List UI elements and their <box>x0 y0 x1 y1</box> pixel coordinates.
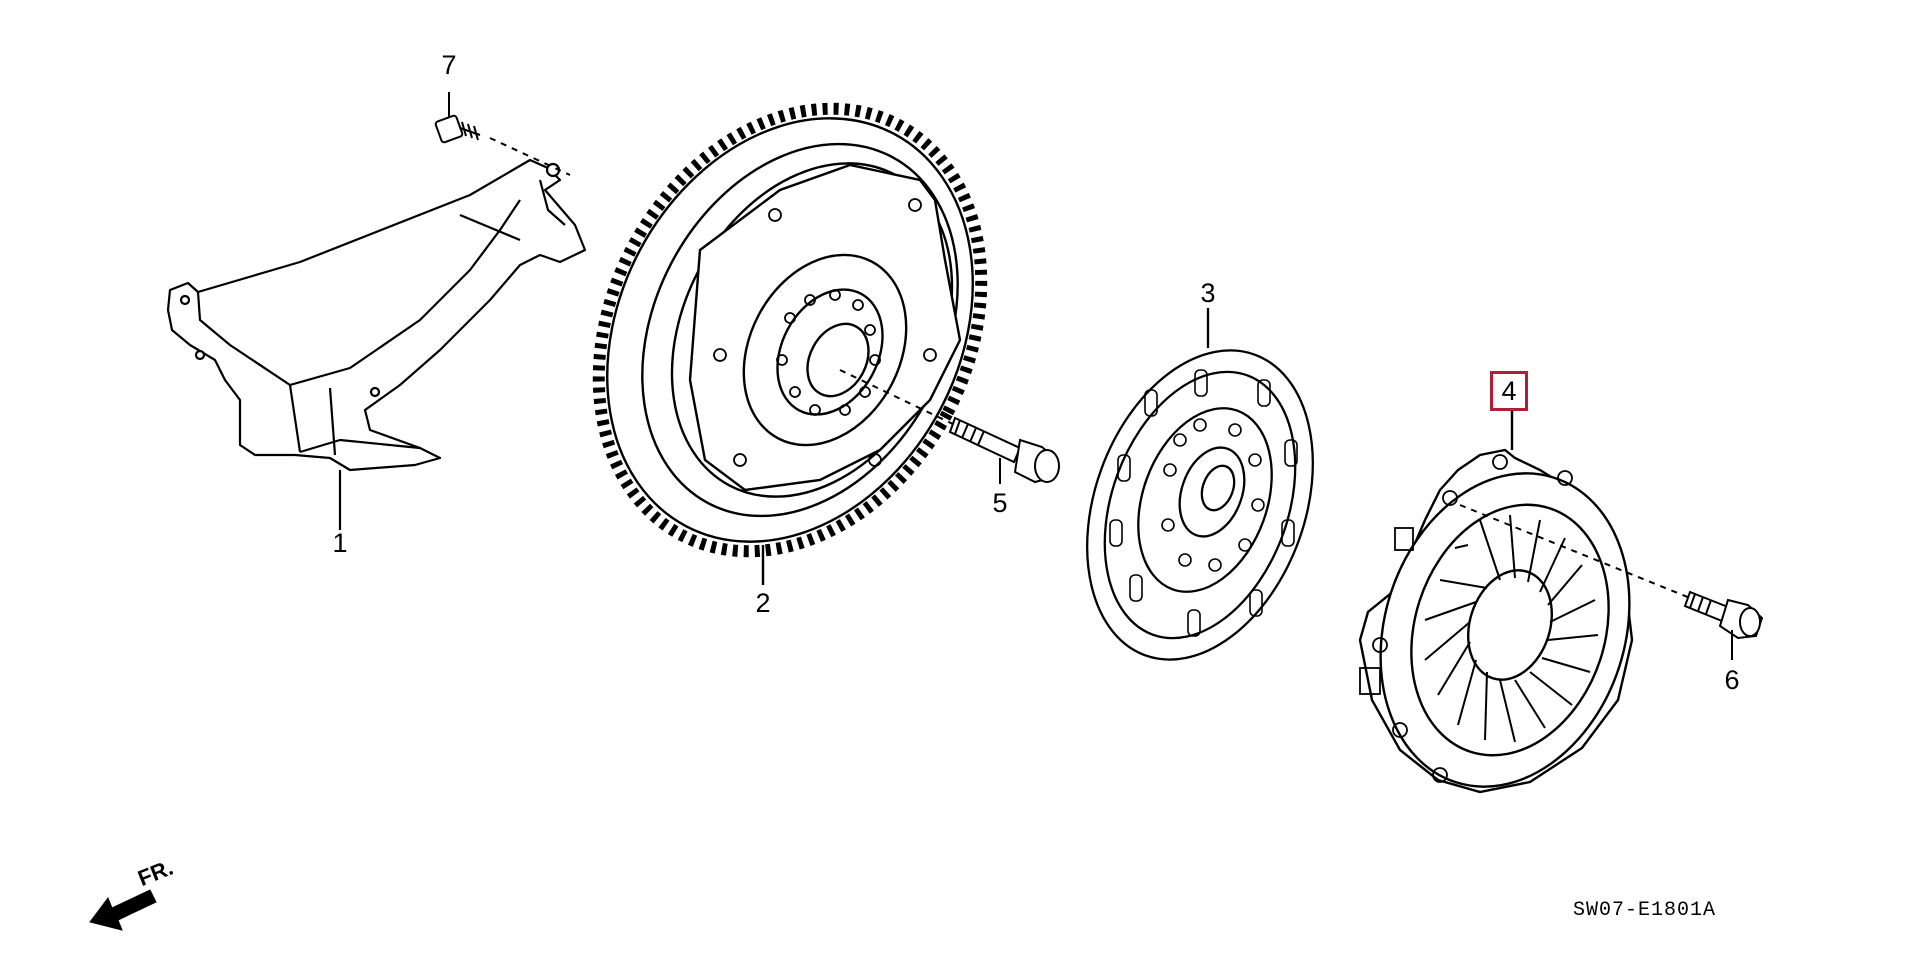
callout-part-3[interactable]: 3 <box>1200 278 1216 308</box>
callout-part-5[interactable]: 5 <box>992 488 1008 518</box>
part-1-cover-plate[interactable] <box>166 158 587 530</box>
part-7-bolt[interactable] <box>434 92 571 176</box>
part-4-pressure-plate[interactable] <box>1341 410 1668 819</box>
part-3-clutch-disc[interactable] <box>1047 308 1354 691</box>
part-5-flywheel-bolt[interactable] <box>839 369 1060 484</box>
callout-part-1[interactable]: 1 <box>332 528 348 558</box>
part-2-flywheel[interactable] <box>524 42 1056 619</box>
callout-part-2[interactable]: 2 <box>755 588 771 618</box>
callout-part-6[interactable]: 6 <box>1724 665 1740 695</box>
callout-part-4-selected[interactable]: 4 <box>1490 371 1528 411</box>
part-6-pressure-plate-bolt[interactable] <box>1459 504 1764 660</box>
callout-part-7[interactable]: 7 <box>441 50 457 80</box>
diagram-code: SW07-E1801A <box>1573 899 1717 922</box>
front-arrow-icon <box>89 889 157 931</box>
